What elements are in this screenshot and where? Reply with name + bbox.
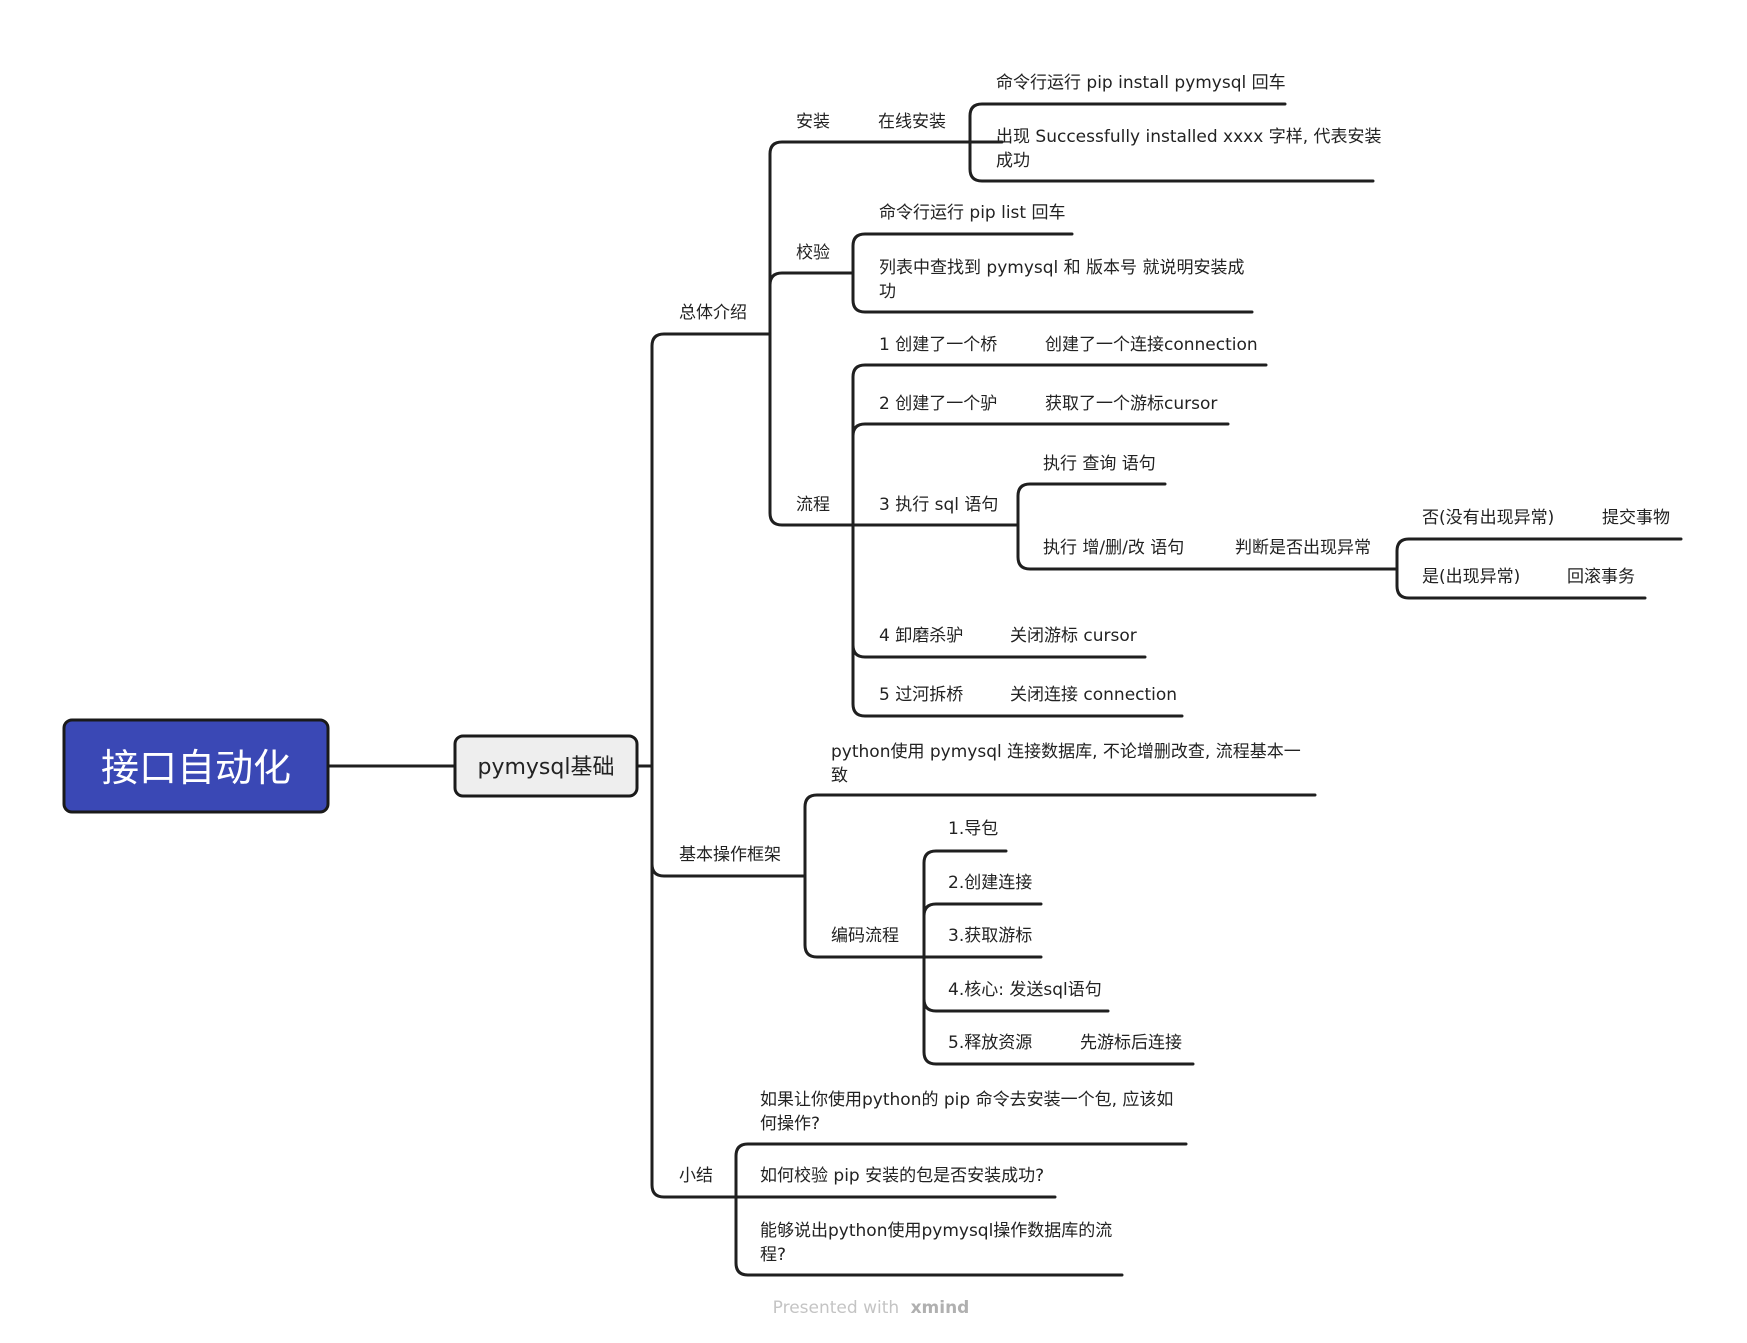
topic-framework[interactable]: 基本操作框架 [679,845,781,865]
topic-install-step2-line2: 成功 [996,151,1030,171]
topic-summary-q3-line2: 程? [760,1245,786,1265]
topic-flow-query[interactable]: 执行 查询 语句 [1043,454,1156,474]
topic-summary-q2[interactable]: 如何校验 pip 安装的包是否安装成功? [760,1166,1044,1186]
topic-install-step1[interactable]: 命令行运行 pip install pymysql 回车 [996,73,1286,93]
topic-flow-rollback[interactable]: 回滚事务 [1567,567,1635,587]
topic-flow-modify[interactable]: 执行 增/删/改 语句 [1043,538,1184,558]
topic-coding-item-5[interactable]: 5.释放资源 [948,1033,1032,1053]
topic-flow-step2[interactable]: 2 创建了一个驴 [879,394,997,414]
topic-flow-no-exception[interactable]: 否(没有出现异常) [1422,508,1554,528]
topic-flow-step3[interactable]: 3 执行 sql 语句 [879,495,998,515]
topic-online-install[interactable]: 在线安装 [878,112,946,132]
topic-verify-step2-line2: 功 [879,282,896,302]
topic-verify[interactable]: 校验 [796,243,830,263]
root-topic-label: 接口自动化 [101,746,291,790]
topic-flow-judge[interactable]: 判断是否出现异常 [1235,538,1371,558]
topic-coding-release-detail[interactable]: 先游标后连接 [1080,1033,1182,1053]
xmind-logo-text: xmind [911,1298,970,1318]
main-topic-label: pymysql基础 [478,755,615,780]
topic-coding-item-2[interactable]: 2.创建连接 [948,873,1032,893]
connector-lines [326,102,1683,1277]
topic-flow-step1[interactable]: 1 创建了一个桥 [879,335,997,355]
topic-flow-step5[interactable]: 5 过河拆桥 [879,685,963,705]
topic-flow-step4[interactable]: 4 卸磨杀驴 [879,626,963,646]
topic-flow-step4-detail[interactable]: 关闭游标 cursor [1010,626,1137,646]
presented-with-footer: Presented with xmind [773,1298,970,1318]
main-topic[interactable]: pymysql基础 [453,734,639,798]
topic-coding-item-4[interactable]: 4.核心: 发送sql语句 [948,980,1102,1000]
topic-coding-flow[interactable]: 编码流程 [831,926,899,946]
topic-flow-step2-detail[interactable]: 获取了一个游标cursor [1045,394,1217,414]
topic-flow[interactable]: 流程 [796,495,830,515]
topic-coding-item-1[interactable]: 1.导包 [948,819,998,839]
topic-summary-q3-line1[interactable]: 能够说出python使用pymysql操作数据库的流 [760,1220,1112,1241]
topic-flow-step1-detail[interactable]: 创建了一个连接connection [1045,335,1258,355]
root-topic-box [62,718,330,814]
topic-framework-note-line1[interactable]: python使用 pymysql 连接数据库, 不论增删改查, 流程基本一 [831,741,1301,762]
main-topic-box [453,734,639,798]
topic-summary[interactable]: 小结 [679,1166,713,1186]
topic-install-step2-line1[interactable]: 出现 Successfully installed xxxx 字样, 代表安装 [996,127,1382,147]
topic-flow-commit[interactable]: 提交事物 [1602,508,1670,528]
topic-framework-note-line2: 致 [831,766,848,786]
topic-install[interactable]: 安装 [796,112,830,132]
topic-overview[interactable]: 总体介绍 [679,303,747,323]
topic-summary-q1-line2: 何操作? [760,1114,820,1134]
topic-summary-q1-line1[interactable]: 如果让你使用python的 pip 命令去安装一个包, 应该如 [760,1089,1173,1110]
root-topic[interactable]: 接口自动化 [62,718,330,814]
topic-verify-step1[interactable]: 命令行运行 pip list 回车 [879,203,1066,223]
presented-with-text: Presented with [773,1298,900,1318]
topic-verify-step2-line1[interactable]: 列表中查找到 pymysql 和 版本号 就说明安装成 [879,258,1244,278]
topic-coding-item-3[interactable]: 3.获取游标 [948,926,1032,946]
topic-flow-exception[interactable]: 是(出现异常) [1422,567,1520,587]
topic-flow-step5-detail[interactable]: 关闭连接 connection [1010,685,1177,705]
